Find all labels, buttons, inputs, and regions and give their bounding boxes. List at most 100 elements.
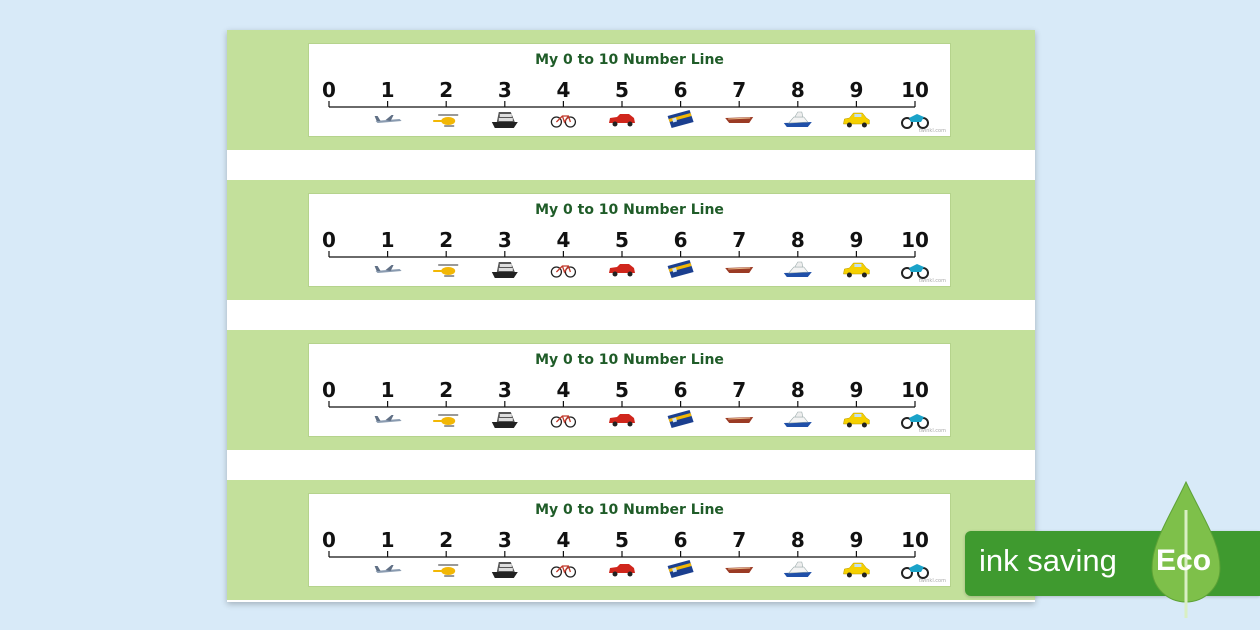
taxi-icon (843, 562, 870, 578)
number-label: 0 (322, 78, 336, 102)
watermark: twinkl.com (918, 278, 946, 284)
watermark: twinkl.com (918, 428, 946, 434)
aeroplane-icon (374, 415, 402, 423)
rowing-boat-icon (725, 267, 754, 273)
number-label: 2 (439, 528, 453, 552)
number-label: 9 (849, 78, 863, 102)
aeroplane-icon (374, 565, 402, 573)
number-label: 8 (791, 378, 805, 402)
number-label: 8 (791, 78, 805, 102)
motorbike-icon (901, 414, 929, 429)
number-label: 5 (615, 378, 629, 402)
bicycle-icon (550, 565, 577, 578)
number-label: 3 (498, 378, 512, 402)
train-icon (667, 260, 694, 278)
strip-title: My 0 to 10 Number Line (535, 502, 724, 518)
aeroplane-icon (374, 115, 402, 123)
rowing-boat-icon (725, 567, 754, 573)
number-label: 5 (615, 78, 629, 102)
watermark: twinkl.com (918, 578, 946, 584)
number-label: 6 (674, 528, 688, 552)
number-label: 1 (381, 378, 395, 402)
bicycle-icon (550, 115, 577, 128)
number-label: 7 (732, 528, 746, 552)
number-label: 4 (556, 378, 570, 402)
rowing-boat-icon (725, 117, 754, 123)
motorbike-icon (901, 564, 929, 579)
number-line-graphic: 0 1 2 3 4 5 6 7 8 9 10 (322, 78, 929, 129)
helicopter-icon (433, 414, 459, 427)
number-label: 1 (381, 528, 395, 552)
number-label: 3 (498, 228, 512, 252)
strip-title: My 0 to 10 Number Line (535, 202, 724, 218)
number-label: 3 (498, 78, 512, 102)
train-icon (667, 110, 694, 128)
number-label: 5 (615, 228, 629, 252)
train-icon (667, 560, 694, 578)
ship-icon (491, 112, 518, 128)
number-label: 5 (615, 528, 629, 552)
number-label: 7 (732, 78, 746, 102)
number-label: 10 (901, 228, 929, 252)
taxi-icon (843, 412, 870, 428)
helicopter-icon (433, 564, 459, 577)
number-label: 6 (674, 228, 688, 252)
ship-icon (491, 412, 518, 428)
number-label: 0 (322, 228, 336, 252)
rowing-boat-icon (725, 417, 754, 423)
number-label: 10 (901, 378, 929, 402)
eco-label: Eco (1156, 544, 1212, 577)
number-label: 0 (322, 528, 336, 552)
strip-title: My 0 to 10 Number Line (535, 352, 724, 368)
number-label: 10 (901, 78, 929, 102)
number-label: 1 (381, 228, 395, 252)
taxi-icon (843, 262, 870, 278)
bicycle-icon (550, 415, 577, 428)
helicopter-icon (433, 264, 459, 277)
number-label: 2 (439, 378, 453, 402)
number-line-band: My 0 to 10 Number Line 0 1 2 3 4 5 6 7 8 9 10 twin… (227, 30, 1035, 150)
ship-icon (491, 562, 518, 578)
number-label: 7 (732, 228, 746, 252)
leaf-icon (1151, 480, 1221, 618)
car-icon (609, 114, 635, 127)
strip-title: My 0 to 10 Number Line (535, 52, 724, 68)
number-label: 9 (849, 228, 863, 252)
aeroplane-icon (374, 265, 402, 273)
number-line-strip: My 0 to 10 Number Line 0 1 2 3 4 5 6 7 8 9 10 twin… (308, 43, 951, 137)
number-label: 4 (556, 78, 570, 102)
ink-saving-label: ink saving (979, 543, 1117, 578)
number-label: 1 (381, 78, 395, 102)
helicopter-icon (433, 114, 459, 127)
car-icon (609, 564, 635, 577)
number-label: 0 (322, 378, 336, 402)
motorbike-icon (901, 264, 929, 279)
number-label: 4 (556, 228, 570, 252)
yacht-icon (783, 411, 812, 427)
number-label: 3 (498, 528, 512, 552)
yacht-icon (783, 111, 812, 127)
motorbike-icon (901, 114, 929, 129)
number-label: 6 (674, 378, 688, 402)
number-label: 2 (439, 78, 453, 102)
number-label: 2 (439, 228, 453, 252)
car-icon (609, 264, 635, 277)
car-icon (609, 414, 635, 427)
number-label: 10 (901, 528, 929, 552)
train-icon (667, 410, 694, 428)
yacht-icon (783, 261, 812, 277)
number-label: 6 (674, 78, 688, 102)
number-label: 9 (849, 528, 863, 552)
watermark: twinkl.com (918, 128, 946, 134)
number-label: 9 (849, 378, 863, 402)
number-label: 8 (791, 528, 805, 552)
